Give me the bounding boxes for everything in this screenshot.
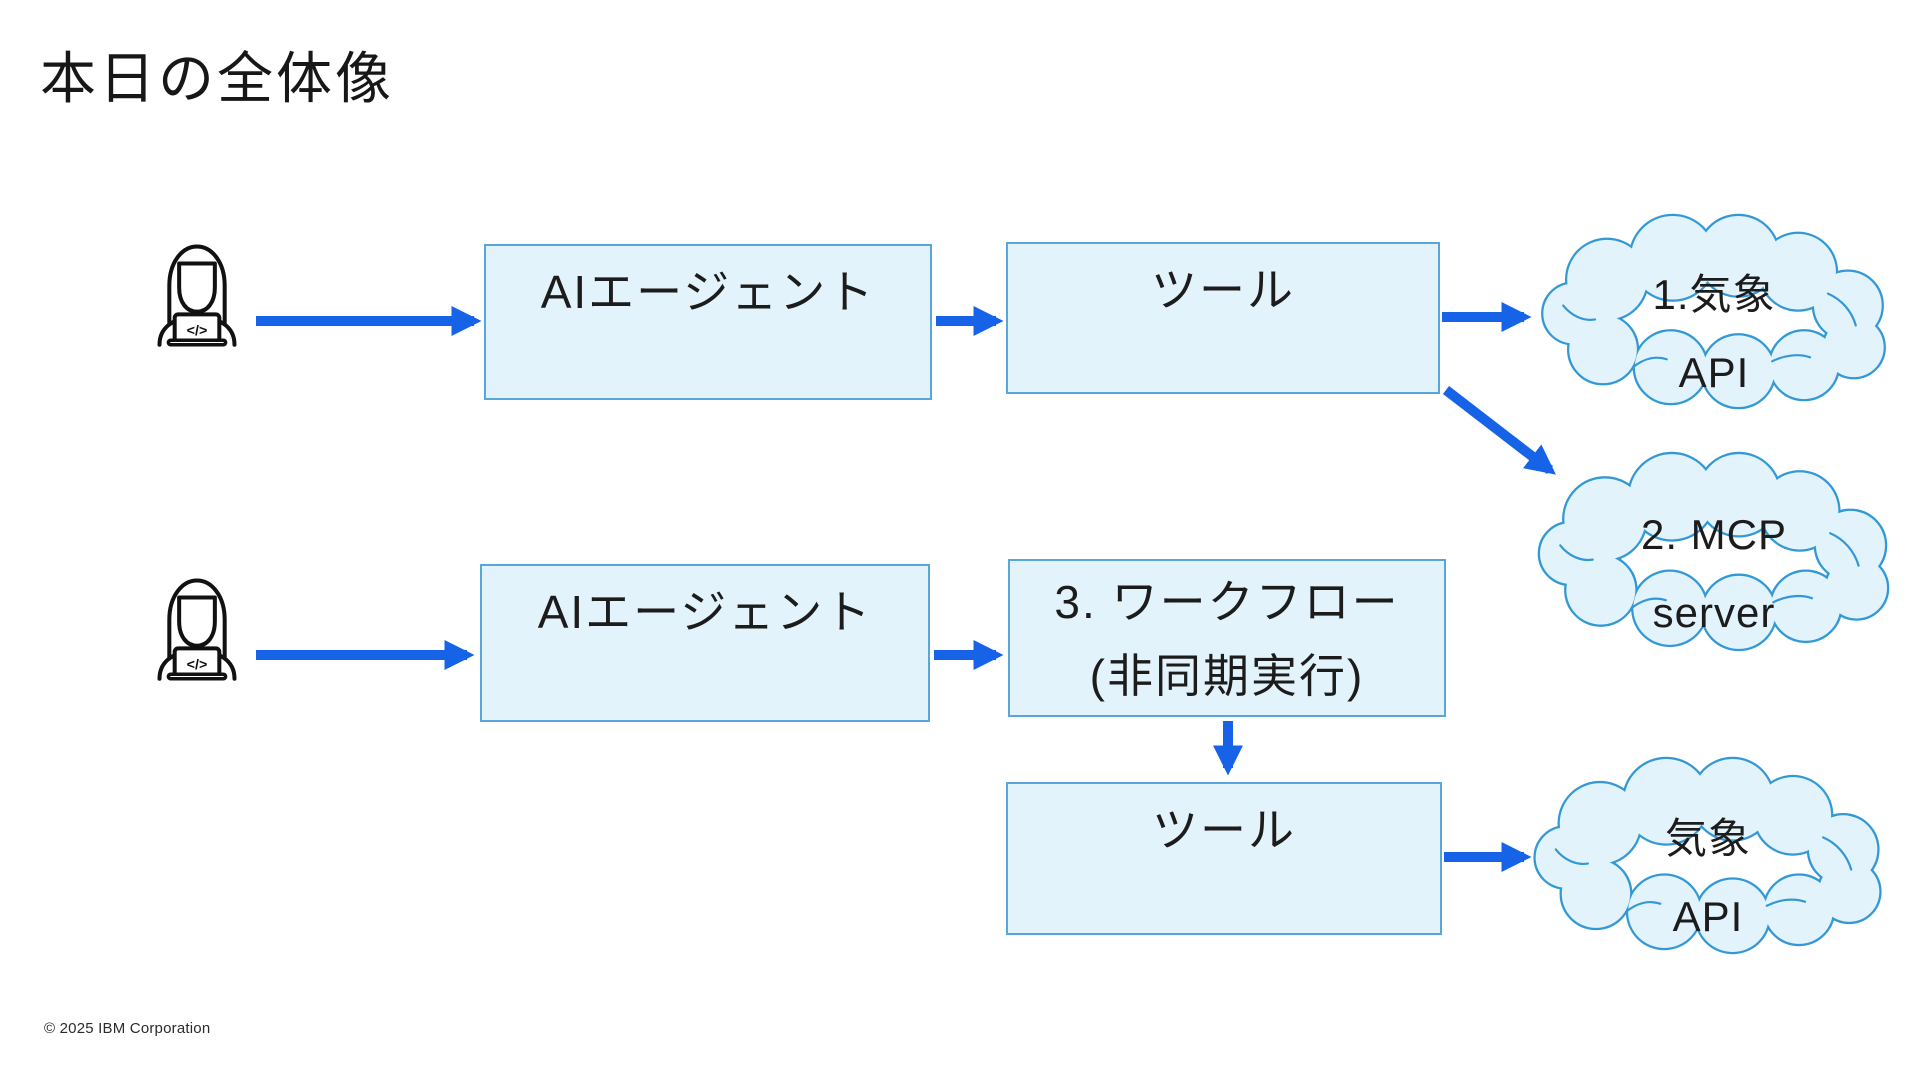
cloud-label-line1: 2. MCP (1640, 511, 1788, 558)
page-title: 本日の全体像 (40, 47, 394, 110)
cloud-label-line2: API (1678, 349, 1750, 396)
cloud-label-line2: API (1672, 893, 1744, 940)
workflow-box: 3. ワークフロー (非同期実行) (1008, 559, 1446, 717)
footer-copyright: © 2025 IBM Corporation (44, 1020, 211, 1037)
developer-icon-bottom: </> (147, 561, 247, 692)
weather-api-cloud-top: 1.気象 API (1534, 210, 1894, 414)
laptop-code-glyph: </> (187, 323, 208, 339)
workflow-label-line2: (非同期実行) (1089, 650, 1365, 702)
ai-agent-box-top: AIエージェント (484, 244, 932, 400)
tool-box-bottom: ツール (1006, 782, 1442, 935)
tool-box-top: ツール (1006, 242, 1440, 394)
ai-agent-box-bottom: AIエージェント (480, 564, 930, 722)
cloud-label-line1: 気象 (1664, 815, 1751, 862)
laptop-code-glyph: </> (187, 657, 208, 673)
cloud-label-line1: 1.気象 (1652, 271, 1776, 318)
developer-icon-top: </> (147, 227, 247, 358)
mcp-server-cloud: 2. MCP server (1530, 448, 1898, 656)
workflow-label-line1: 3. ワークフロー (1054, 576, 1400, 628)
cloud-label-line2: server (1652, 589, 1776, 636)
weather-api-cloud-bottom: 気象 API (1526, 753, 1890, 959)
